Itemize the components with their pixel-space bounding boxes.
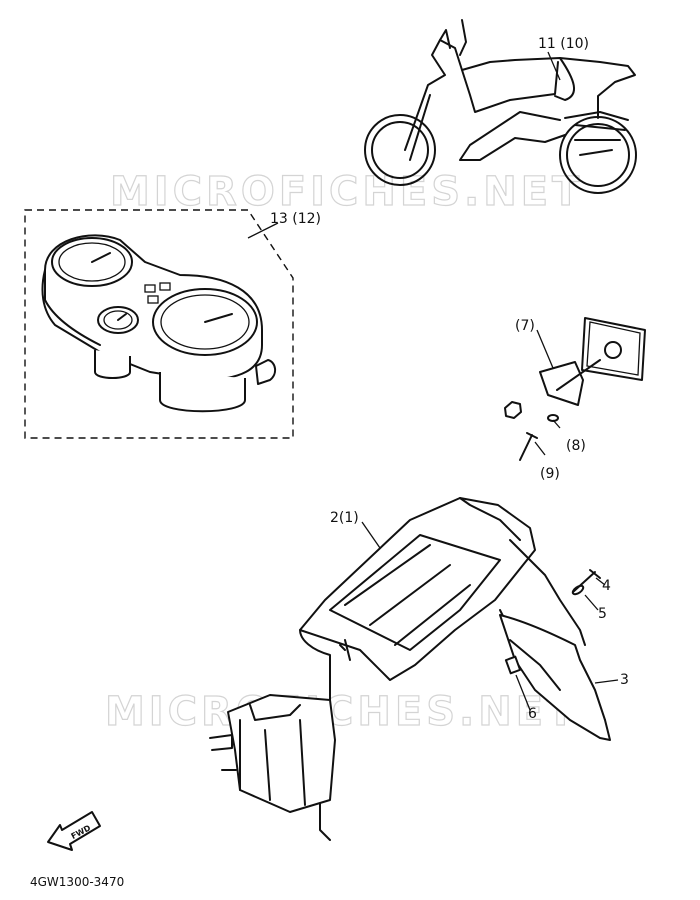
callout-screw: 4 [602, 578, 611, 594]
callout-motorcycle: 11 (10) [538, 36, 589, 52]
callout-bolt: (9) [540, 466, 560, 482]
fwd-arrow-icon: FWD [47, 811, 101, 851]
meter-assembly-illustration [41, 234, 276, 413]
callout-collar: 5 [598, 606, 607, 622]
callout-meter-assembly: 13 (12) [270, 211, 321, 227]
callout-rear-fender: 2(1) [330, 510, 359, 526]
meter-assembly-box [24, 209, 294, 439]
callout-damper: 6 [528, 706, 537, 722]
diagram-code: 4GW1300-3470 [30, 875, 124, 889]
callout-plate-bracket: (7) [515, 318, 535, 334]
watermark-bottom: MICROFICHES.NET [105, 689, 578, 735]
plate-bracket-illustration [504, 317, 646, 461]
motorcycle-illustration [364, 19, 637, 194]
rear-fender-illustration [209, 497, 619, 841]
callout-flap: 3 [620, 672, 629, 688]
callout-washer: (8) [566, 438, 586, 454]
watermark-top: MICROFICHES.NET [110, 169, 583, 215]
